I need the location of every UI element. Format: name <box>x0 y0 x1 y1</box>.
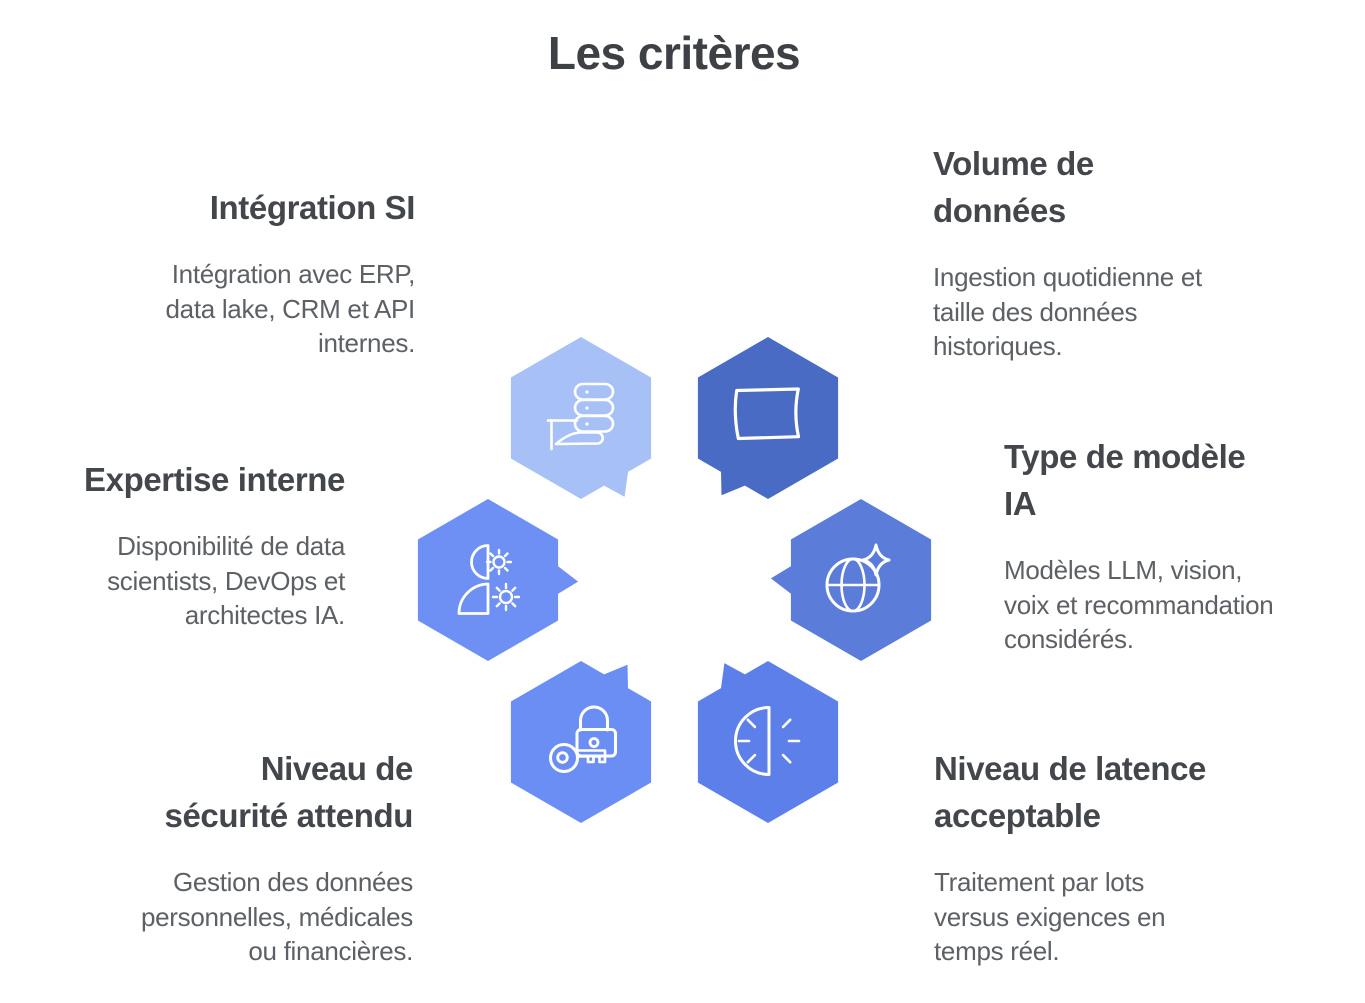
criterion-block-niveau-latence: Niveau de latence acceptable Traitement … <box>934 745 1206 969</box>
criterion-block-niveau-securite: Niveau de sécurité attendu Gestion des d… <box>141 745 413 969</box>
sparkle-shape <box>861 543 891 577</box>
criterion-description: Disponibilité de data scientists, DevOps… <box>107 531 345 630</box>
criterion-heading: Type de modèle IA <box>1004 438 1246 522</box>
gauge-icon <box>734 706 801 776</box>
criterion-block-volume-donnees: Volume de données Ingestion quotidienne … <box>933 140 1202 364</box>
servers-hand-icon <box>546 382 615 451</box>
criterion-heading: Intégration SI <box>209 189 416 226</box>
page-title: Les critères <box>547 27 801 79</box>
criterion-block-type-modele-ia: Type de modèle IA Modèles LLM, vision, v… <box>1004 433 1274 657</box>
criterion-heading: Volume de données <box>933 145 1094 229</box>
criterion-description: Modèles LLM, vision, voix et recommandat… <box>1004 555 1274 654</box>
criterion-block-expertise-interne: Expertise interne Disponibilité de data … <box>84 456 345 633</box>
criterion-description: Traitement par lots versus exigences en … <box>934 867 1166 966</box>
criterion-heading: Niveau de latence acceptable <box>934 750 1206 834</box>
curved-document-icon <box>733 387 801 441</box>
criterion-heading: Niveau de sécurité attendu <box>164 750 414 834</box>
hexagon-expertise-interne <box>417 499 579 661</box>
lock-key-icon <box>549 705 617 773</box>
criterion-description: Intégration avec ERP, data lake, CRM et … <box>165 259 416 358</box>
hexagon-volume-donnees <box>697 337 839 499</box>
hexagon-niveau-securite <box>510 661 652 823</box>
criterion-heading: Expertise interne <box>84 461 345 498</box>
criterion-description: Ingestion quotidienne et taille des donn… <box>933 262 1202 361</box>
globe-sparkle-icon <box>825 543 891 613</box>
person-gears-icon <box>457 544 521 615</box>
hexagon-integration-si <box>510 337 652 499</box>
key-ring <box>549 743 579 773</box>
criterion-block-integration-si: Intégration SI Intégration avec ERP, dat… <box>166 184 416 361</box>
hexagon-type-modele-ia <box>770 499 932 661</box>
criterion-description: Gestion des données personnelles, médica… <box>140 867 413 966</box>
